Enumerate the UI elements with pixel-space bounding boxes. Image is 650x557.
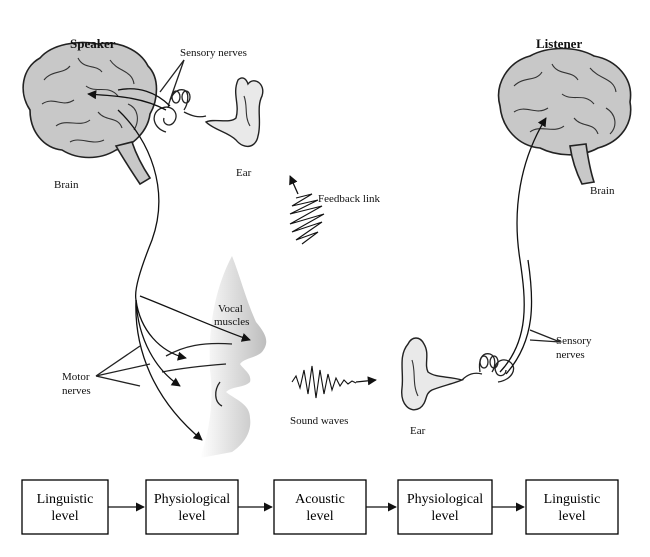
brain-right-label: Brain [590,185,615,197]
vocal-label: Vocal [218,303,243,315]
level-line1: Acoustic [295,492,345,507]
sound-waves-label: Sound waves [290,415,348,427]
ear-right-label: Ear [410,425,426,437]
diagram-labels: Speaker Listener Sensory nerves Brain Br… [54,36,615,437]
level-box-physiological-speaker: Physiological level [145,479,239,535]
level-line2: level [178,509,205,524]
level-box-acoustic: Acoustic level [273,479,367,535]
level-line2: level [51,509,78,524]
level-line1: Physiological [154,492,230,507]
speaker-ear [204,77,264,147]
listener-label: Listener [536,36,582,51]
sensory-nerves-top-label: Sensory nerves [180,47,247,59]
motor-label: Motor [62,371,90,383]
speaker-label: Speaker [70,36,116,51]
speaker-face [161,256,267,458]
level-box-linguistic-speaker: Linguistic level [21,479,109,535]
level-line2: level [306,509,333,524]
label-pointers [95,59,561,387]
feedback-wave [289,175,325,245]
level-box-physiological-listener: Physiological level [397,479,493,535]
speaker-brain [22,41,158,186]
feedback-link-label: Feedback link [318,193,381,205]
level-box-linguistic-listener: Linguistic level [525,479,619,535]
sensory-nerves-label: nerves [556,349,585,361]
sensory-label: Sensory [556,335,592,347]
listener-cochlea [461,353,515,383]
listener-ear [401,337,465,411]
speaker-cochlea [153,89,207,133]
level-line2: level [431,509,458,524]
sound-wave [291,365,377,399]
nerve-pathways [87,88,547,441]
muscles-label: muscles [214,316,249,328]
level-line1: Physiological [407,492,483,507]
nerves-label: nerves [62,385,91,397]
level-line2: level [558,509,585,524]
level-line1: Linguistic [37,492,94,507]
level-line1: Linguistic [544,492,601,507]
ear-left-label: Ear [236,167,252,179]
listener-brain [497,47,632,185]
brain-left-label: Brain [54,179,79,191]
level-chain: Linguistic level Physiological level Aco… [21,479,619,535]
